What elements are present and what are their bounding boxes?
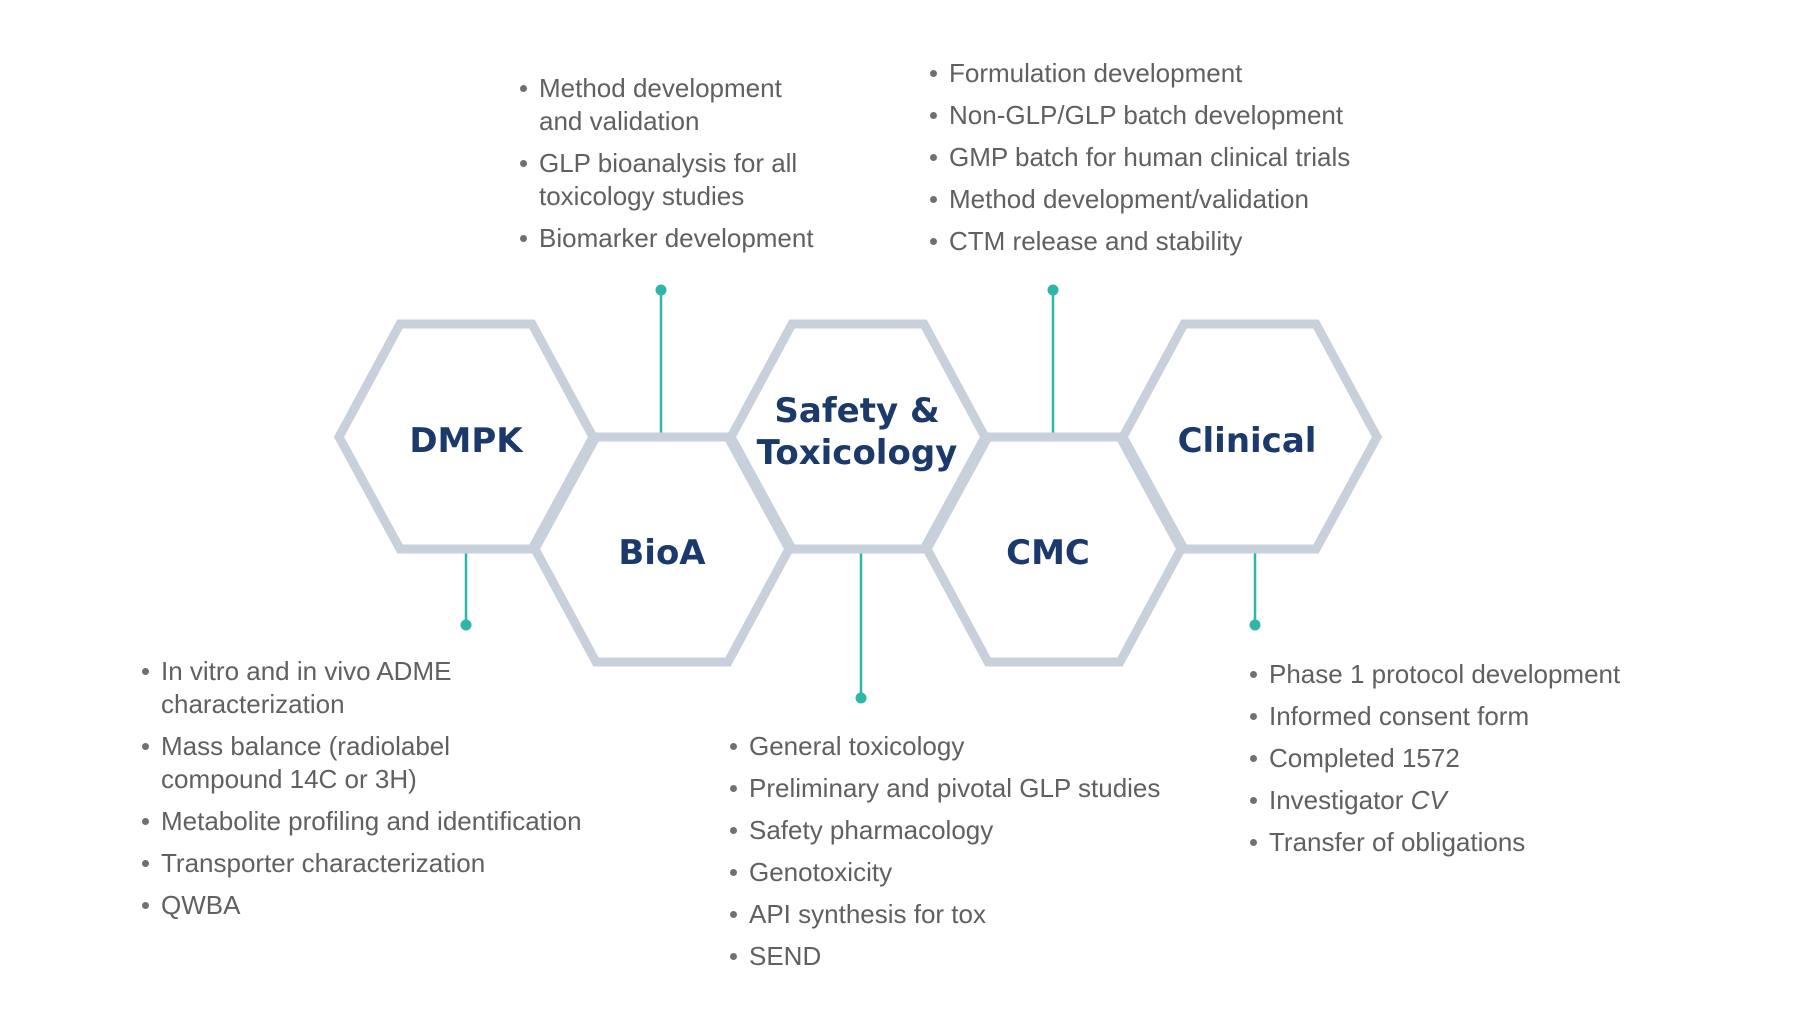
hex-label-dmpk: DMPK: [409, 421, 524, 461]
list-item: Phase 1 protocol development: [1247, 658, 1707, 691]
investigator-label: Investigator: [1269, 785, 1411, 815]
list-item: Transporter characterization: [139, 847, 699, 880]
hex-label-safety-line2: Toxicology: [757, 433, 958, 473]
dmpk-service-list: In vitro and in vivo ADME characterizati…: [139, 655, 699, 931]
list-item: Metabolite profiling and identification: [139, 805, 699, 838]
list-item: Preliminary and pivotal GLP studies: [727, 772, 1247, 805]
hex-label-cmc: CMC: [1006, 533, 1090, 573]
cmc-service-list: Formulation development Non-GLP/GLP batc…: [927, 57, 1447, 267]
investigator-cv: CV: [1410, 785, 1447, 815]
hex-label-clinical: Clinical: [1178, 421, 1317, 461]
list-item: Informed consent form: [1247, 700, 1707, 733]
connector-dot-safety: [855, 692, 867, 704]
list-item: Mass balance (radiolabel compound 14C or…: [139, 730, 531, 796]
list-item: Formulation development: [927, 57, 1447, 90]
list-item: GMP batch for human clinical trials: [927, 141, 1447, 174]
list-item: CTM release and stability: [927, 225, 1447, 258]
connector-dot-cmc: [1047, 284, 1059, 296]
connector-dot-bioa: [655, 284, 667, 296]
list-item: Completed 1572: [1247, 742, 1707, 775]
list-item: Method development/validation: [927, 183, 1447, 216]
list-item: Transfer of obligations: [1247, 826, 1707, 859]
hex-label-bioa: BioA: [618, 533, 706, 573]
connector-dot-dmpk: [460, 619, 472, 631]
hex-label-safety-line1: Safety &: [774, 391, 939, 431]
list-item: Genotoxicity: [727, 856, 1247, 889]
safety-service-list: General toxicology Preliminary and pivot…: [727, 730, 1247, 982]
list-item: QWBA: [139, 889, 699, 922]
clinical-service-list: Phase 1 protocol development Informed co…: [1247, 658, 1707, 868]
connector-dot-clinical: [1249, 619, 1261, 631]
list-item: Safety pharmacology: [727, 814, 1247, 847]
list-item: In vitro and in vivo ADME characterizati…: [139, 655, 531, 721]
bioa-service-list: Method development and validation GLP bi…: [517, 72, 857, 264]
list-item: SEND: [727, 940, 1247, 973]
list-item: GLP bioanalysis for all toxicology studi…: [517, 147, 829, 213]
list-item: Biomarker development: [517, 222, 857, 255]
list-item: Investigator CV: [1247, 784, 1707, 817]
list-item: API synthesis for tox: [727, 898, 1247, 931]
list-item: Non-GLP/GLP batch development: [927, 99, 1447, 132]
list-item: Method development and validation: [517, 72, 829, 138]
hexagon-clinical: [1117, 319, 1383, 554]
list-item: General toxicology: [727, 730, 1247, 763]
